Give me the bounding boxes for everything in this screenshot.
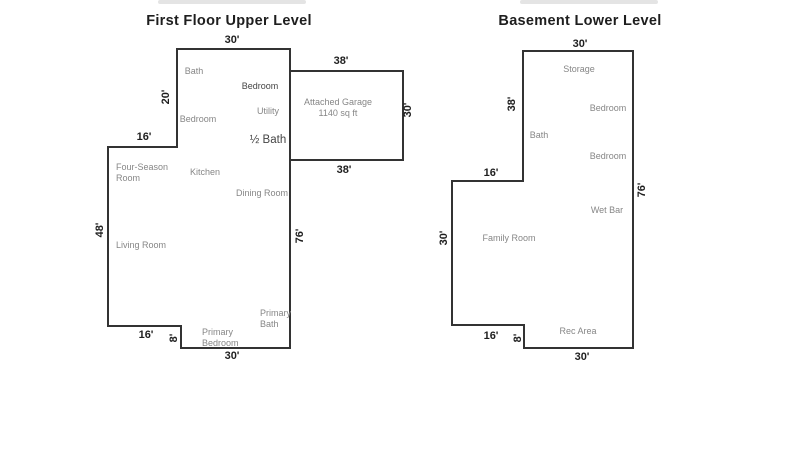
room-label-primary-bath: Primary Bath [260, 308, 291, 330]
dim-b-lower-step-height: 8' [512, 333, 524, 343]
room-label-family-room: Family Room [482, 233, 536, 243]
top-artifact-left [158, 0, 306, 4]
room-label-line: Attached Garage [303, 97, 373, 107]
dim-ff-upper-step-width: 16' [136, 131, 152, 143]
room-label-line: 1140 sq ft [318, 108, 358, 118]
dim-garage-bottom-width: 38' [336, 164, 352, 176]
dim-b-right-height: 76' [636, 182, 648, 198]
room-label-half-bath: ½ Bath [249, 134, 287, 146]
room-label-line: Primary [202, 327, 233, 337]
room-label-living-room: Living Room [115, 240, 167, 250]
room-label-attached-garage: Attached Garage 1140 sq ft [304, 97, 372, 119]
room-label-bedroom-lower-b: Bedroom [589, 151, 627, 161]
dim-ff-right-height: 76' [294, 228, 306, 244]
first-floor-outline [107, 48, 291, 349]
dim-ff-bottom-width: 30' [224, 350, 240, 362]
room-label-rec-area: Rec Area [559, 326, 597, 336]
room-label-bedroom-upper: Bedroom [241, 81, 279, 91]
room-label-line: Bedroom [202, 338, 239, 348]
room-label-dining-room: Dining Room [235, 188, 289, 198]
room-label-kitchen: Kitchen [189, 167, 221, 177]
room-label-primary-bedroom: Primary Bedroom [202, 327, 239, 349]
dim-garage-top-width: 38' [333, 55, 349, 67]
room-label-bath-b: Bath [529, 130, 549, 140]
attached-garage-outline [289, 70, 404, 161]
dim-b-left-height: 30' [438, 230, 450, 246]
room-label-wet-bar: Wet Bar [590, 205, 624, 215]
dim-ff-upper-left-height: 20' [160, 89, 172, 105]
room-label-line: Room [116, 173, 141, 183]
dim-ff-left-height: 48' [94, 222, 106, 238]
dim-b-upper-step-width: 16' [483, 167, 499, 179]
room-label-bedroom-left: Bedroom [179, 114, 217, 124]
dim-b-bottom-width: 30' [574, 351, 590, 363]
room-label-four-season-room: Four-Season Room [116, 162, 168, 184]
top-artifact-right [520, 0, 658, 4]
dim-ff-top-width: 30' [224, 34, 240, 46]
first-floor-title: First Floor Upper Level [146, 13, 312, 29]
dim-b-upper-left-height: 38' [506, 96, 518, 112]
dim-b-lower-step-width: 16' [483, 330, 499, 342]
dim-b-top-width: 30' [572, 38, 588, 50]
room-label-storage: Storage [563, 64, 595, 74]
room-label-bath: Bath [184, 66, 204, 76]
dim-garage-right-height: 30' [402, 102, 414, 118]
room-label-line: Bath [260, 319, 279, 329]
room-label-line: Primary [260, 308, 291, 318]
room-label-line: Four-Season [116, 162, 169, 172]
dim-ff-lower-step-width: 16' [138, 329, 154, 341]
basement-outline [451, 50, 634, 349]
room-label-bedroom-upper-b: Bedroom [589, 103, 627, 113]
dim-ff-lower-step-height: 8' [168, 333, 180, 343]
basement-title: Basement Lower Level [498, 13, 662, 29]
room-label-utility: Utility [257, 106, 279, 116]
